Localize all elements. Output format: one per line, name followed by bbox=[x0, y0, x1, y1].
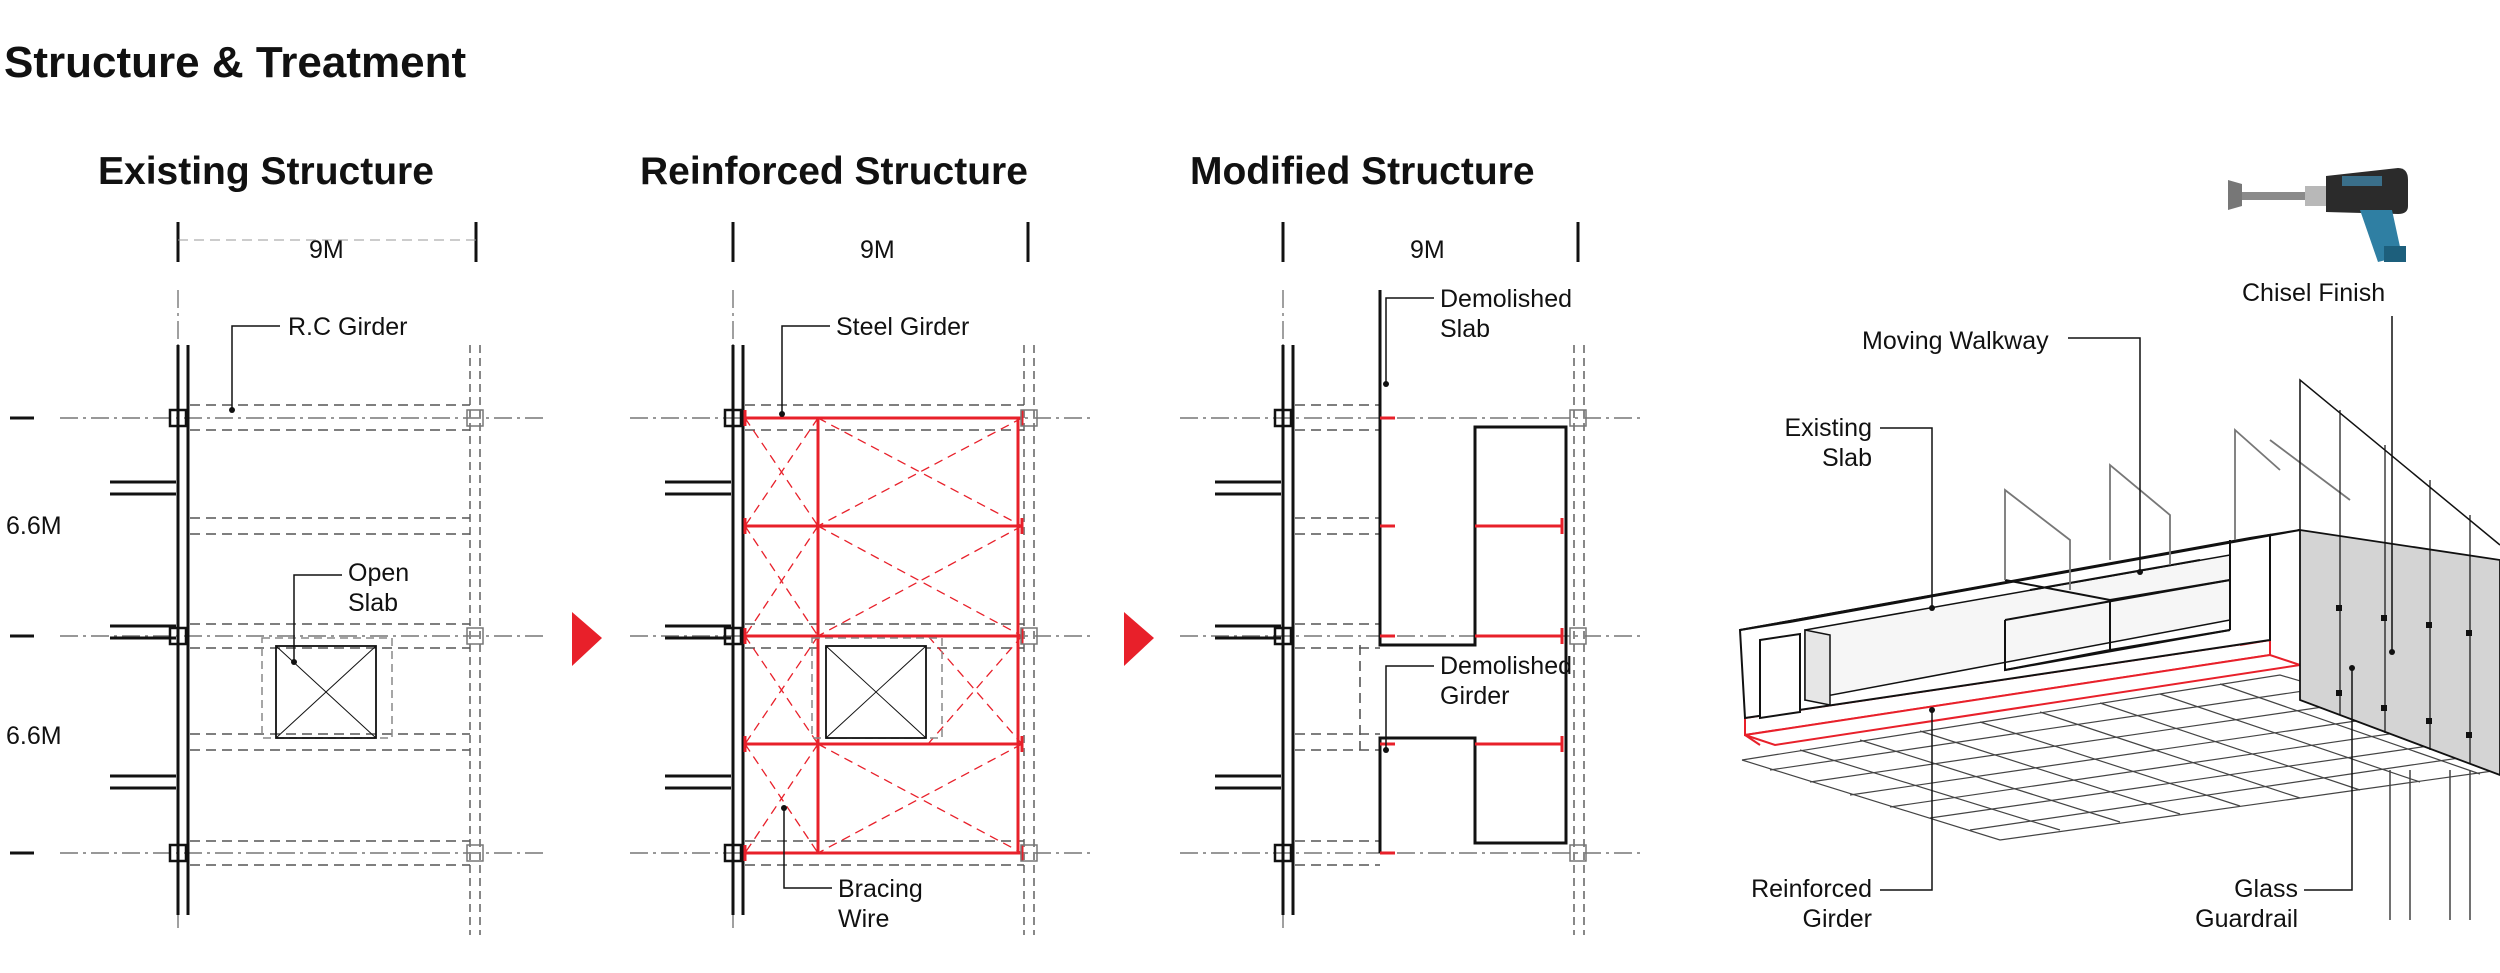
label-steel-girder: Steel Girder bbox=[836, 313, 970, 341]
panel-title-reinforced: Reinforced Structure bbox=[640, 150, 1028, 193]
span-dimension-reinforced: 9M bbox=[860, 236, 895, 264]
row-dimension-2: 6.6M bbox=[6, 722, 62, 750]
span-dimension-modified: 9M bbox=[1410, 236, 1445, 264]
label-demolished-girder: Girder bbox=[1440, 682, 1510, 710]
arrow-right-icon bbox=[1124, 612, 1154, 666]
label-bracing-wire: Wire bbox=[838, 905, 890, 933]
label-demolished: Demolished bbox=[1440, 285, 1573, 313]
label-reinforced-girder: Girder bbox=[1802, 905, 1872, 933]
label-glass-guardrail: Guardrail bbox=[2195, 905, 2298, 933]
label-demolished-2: Demolished bbox=[1440, 652, 1573, 680]
plan-reinforced bbox=[630, 222, 1095, 935]
label-glass: Glass bbox=[2234, 875, 2298, 903]
label-open: Open bbox=[348, 559, 410, 587]
label-chisel-finish: Chisel Finish bbox=[2242, 279, 2386, 307]
label-moving-walkway: Moving Walkway bbox=[1862, 327, 2049, 355]
label-existing-slab: Slab bbox=[1821, 444, 1872, 472]
page-title: Structure & Treatment bbox=[4, 38, 467, 87]
span-dimension-existing: 9M bbox=[309, 236, 344, 264]
label-rc-girder: R.C Girder bbox=[288, 313, 408, 341]
label-reinforced: Reinforced bbox=[1751, 875, 1872, 903]
label-open-slab: Slab bbox=[348, 589, 399, 617]
arrow-right-icon bbox=[572, 612, 602, 666]
panel-title-existing: Existing Structure bbox=[98, 150, 434, 193]
chisel-tool-icon bbox=[2228, 168, 2408, 262]
axonometric-section bbox=[1738, 316, 2500, 920]
label-bracing: Bracing bbox=[838, 875, 923, 903]
label-existing: Existing bbox=[1784, 414, 1872, 442]
plan-modified bbox=[1180, 222, 1645, 935]
row-dimension-1: 6.6M bbox=[6, 512, 62, 540]
plan-existing bbox=[10, 222, 545, 935]
panel-title-modified: Modified Structure bbox=[1190, 150, 1535, 193]
label-demolished-slab: Slab bbox=[1440, 315, 1491, 343]
